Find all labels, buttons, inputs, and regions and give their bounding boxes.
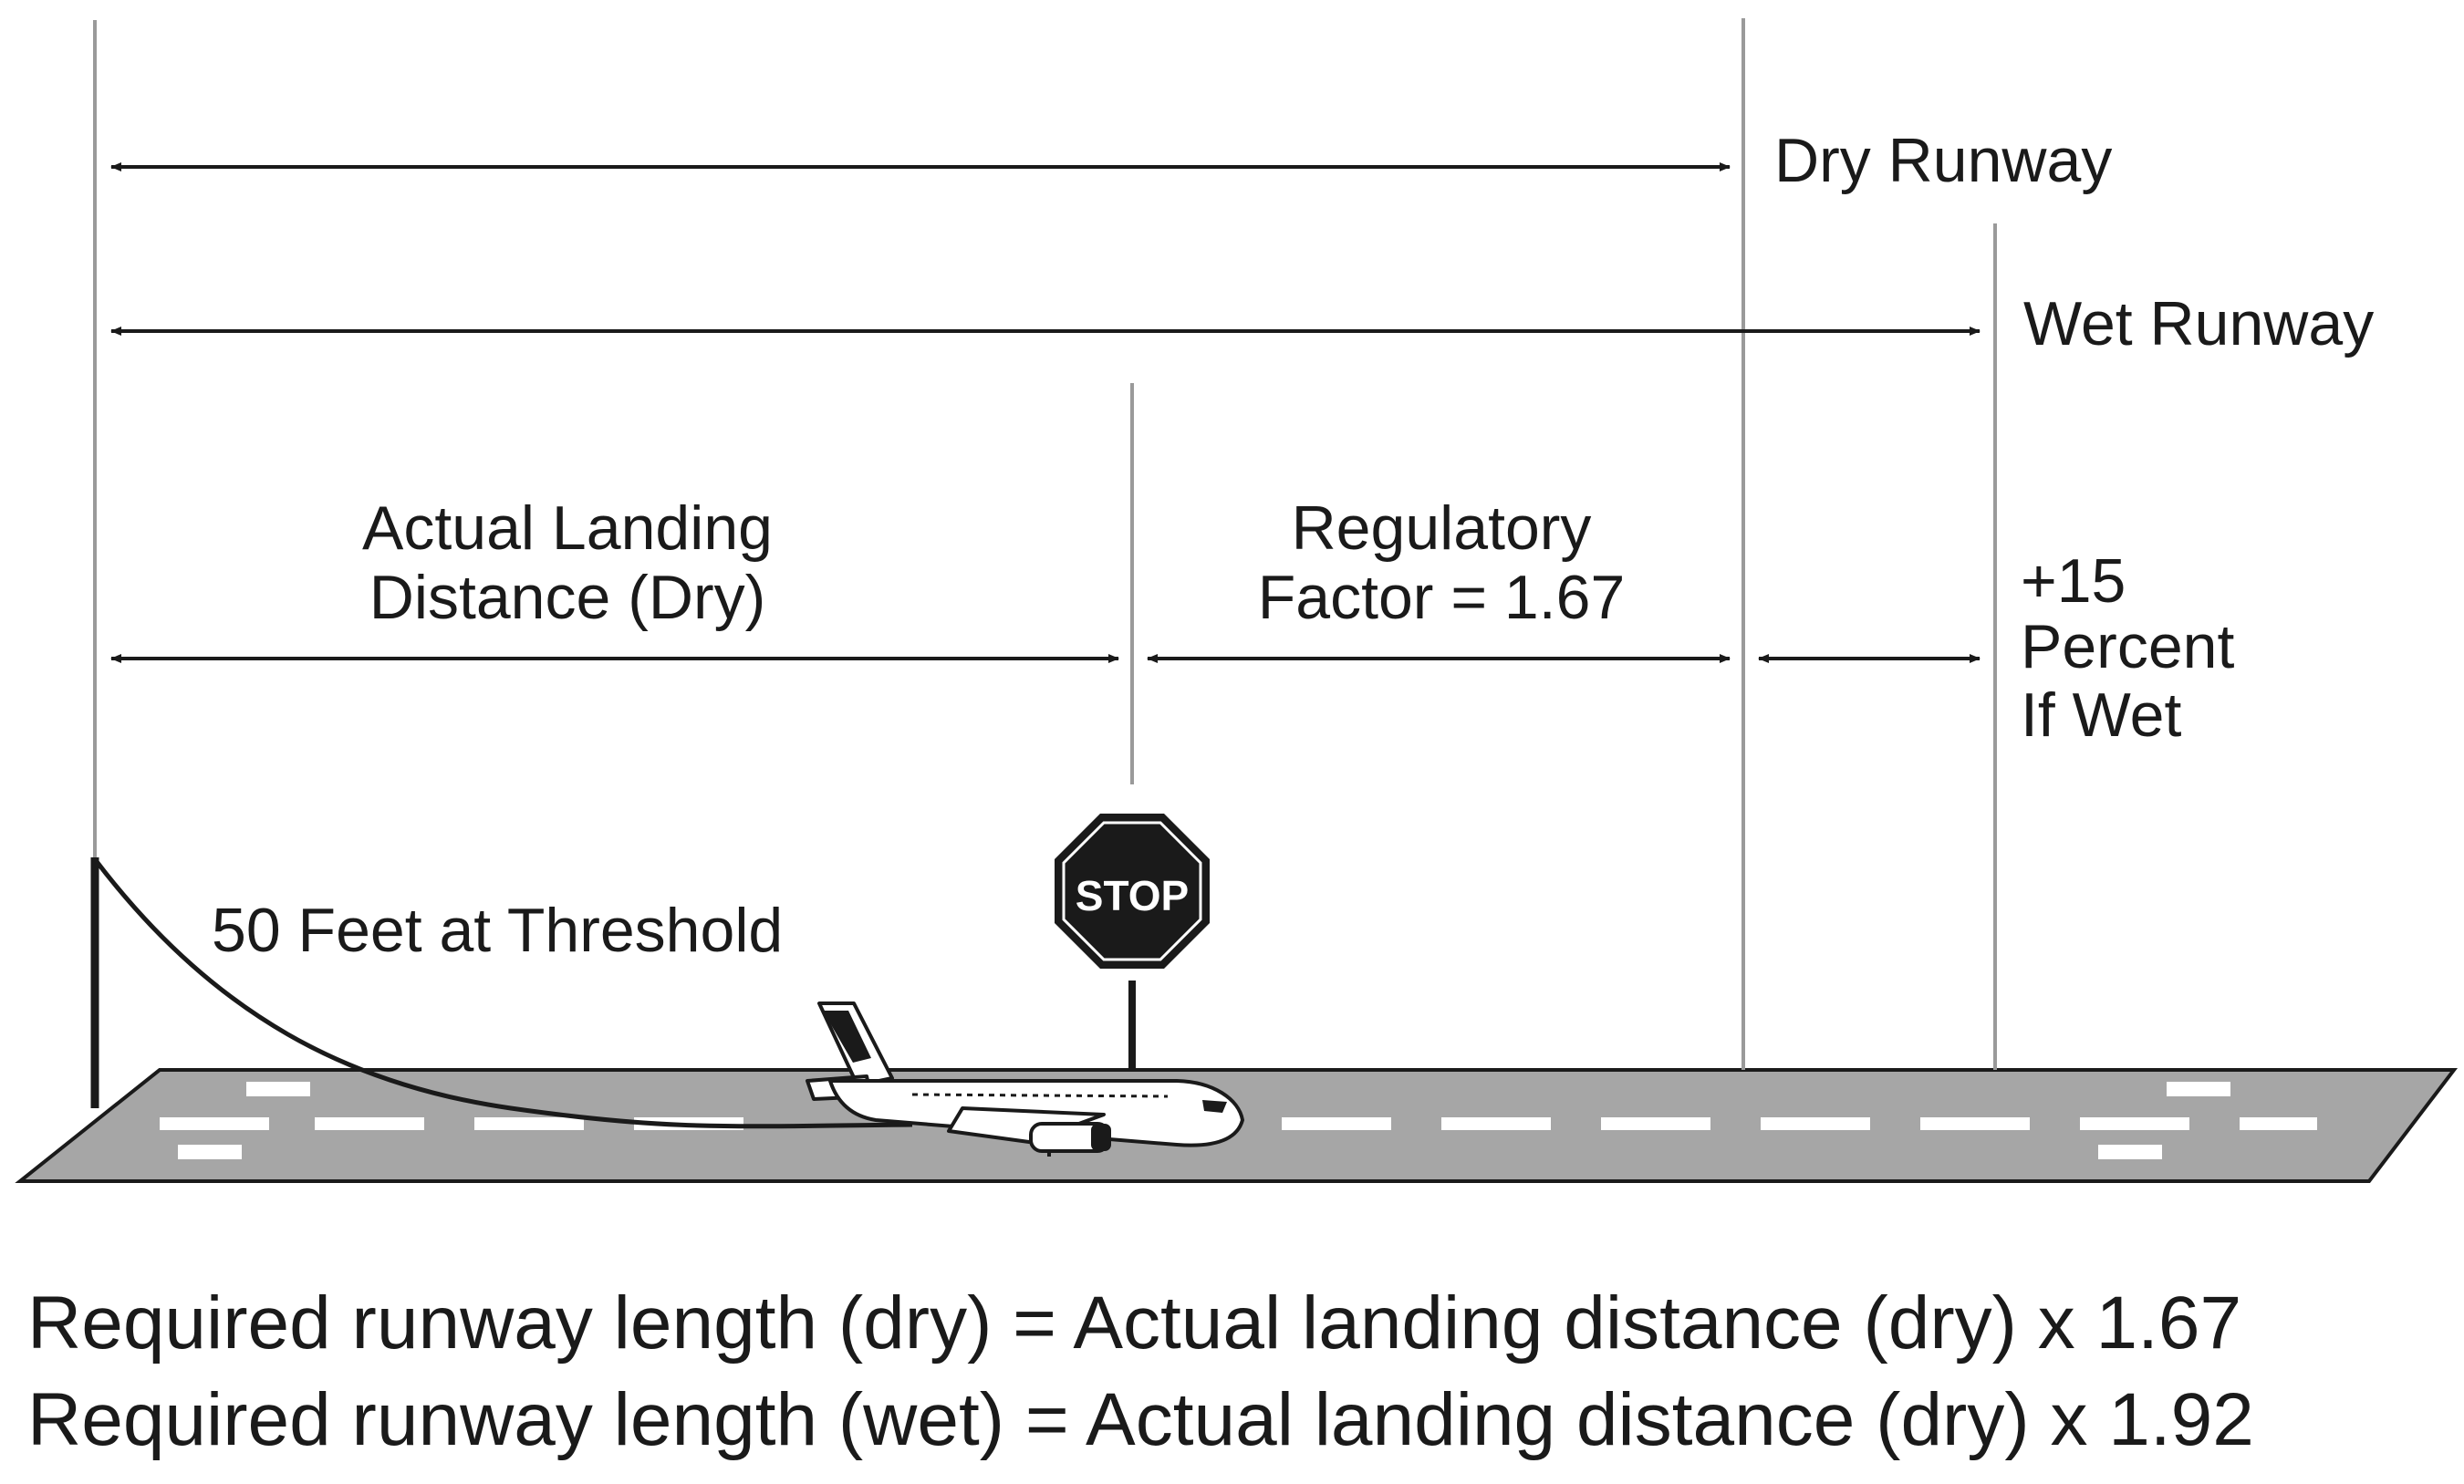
dry-runway-label: Dry Runway [1774, 126, 2112, 195]
formula-dry: Required runway length (dry) = Actual la… [27, 1282, 2241, 1365]
approach-path-curve [93, 857, 913, 1129]
runway-threshold-markings [178, 1082, 2230, 1159]
regulatory-factor-label-line1: Regulatory [1292, 493, 1592, 563]
threshold-height-label: 50 Feet at Threshold [212, 896, 783, 965]
runway-centerline [160, 1117, 2317, 1130]
wet-percent-label-line3: If Wet [2021, 680, 2181, 750]
actual-landing-label-line2: Distance (Dry) [369, 563, 766, 632]
actual-landing-label-line1: Actual Landing [362, 493, 773, 563]
wet-percent-label-line2: Percent [2021, 612, 2234, 681]
formula-wet: Required runway length (wet) = Actual la… [27, 1378, 2254, 1461]
wet-percent-label-line1: +15 [2021, 546, 2126, 616]
stop-sign-label: STOP [1076, 872, 1189, 919]
regulatory-factor-label-line2: Factor = 1.67 [1258, 563, 1626, 632]
stop-sign-icon: STOP [1055, 814, 1210, 1070]
airplane-icon [806, 1001, 1244, 1157]
wet-runway-label: Wet Runway [2023, 289, 2374, 358]
